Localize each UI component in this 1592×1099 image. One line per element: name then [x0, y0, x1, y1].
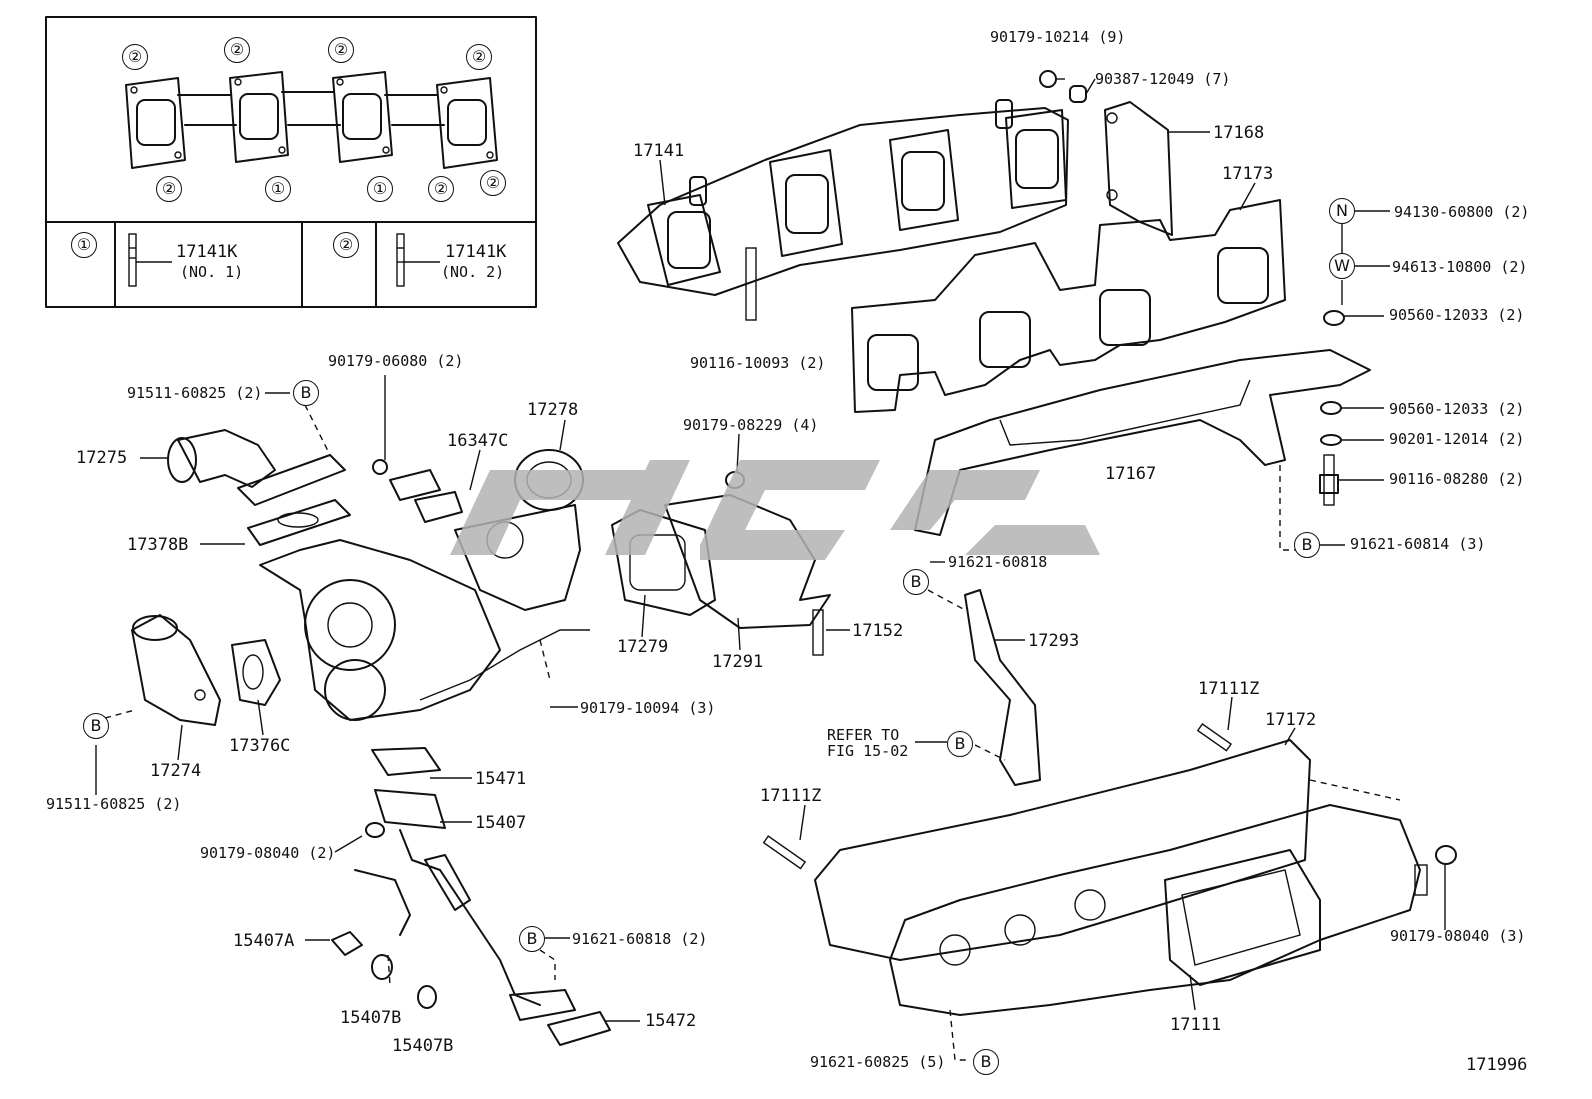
- legend-part-1: 17141K: [176, 242, 238, 262]
- callout-15472: 15472: [645, 1011, 697, 1031]
- marker-b-4: B: [83, 713, 109, 739]
- marker-b-3: B: [293, 380, 319, 406]
- gasket-marker-bottom-2: ①: [265, 176, 291, 202]
- marker-w: W: [1329, 253, 1355, 279]
- legend-note-2: (NO. 2): [441, 263, 505, 281]
- callout-17111z-a: 17111Z: [1198, 679, 1260, 699]
- inset-gasket-drawing: [125, 71, 498, 169]
- callout-17111: 17111: [1170, 1015, 1222, 1035]
- marker-b-1: B: [1294, 532, 1320, 558]
- callout-17293: 17293: [1028, 631, 1080, 651]
- gasket-marker-bottom-5: ②: [480, 170, 506, 196]
- callout-17278: 17278: [527, 400, 579, 420]
- callout-15407b-a: 15407B: [340, 1008, 402, 1028]
- legend-marker-1: ①: [71, 232, 97, 258]
- callout-15471: 15471: [475, 769, 527, 789]
- callout-17376c: 17376C: [229, 736, 291, 756]
- gasket-marker-bottom-3: ①: [367, 176, 393, 202]
- marker-b-2: B: [903, 569, 929, 595]
- callout-94613-10800: 94613-10800 (2): [1392, 258, 1528, 276]
- callout-90179-08040-a: 90179-08040 (2): [200, 844, 336, 862]
- callout-17173: 17173: [1222, 164, 1274, 184]
- callout-90560-12033-b: 90560-12033 (2): [1389, 400, 1525, 418]
- callout-90201-12014: 90201-12014 (2): [1389, 430, 1525, 448]
- gasket-marker-top-3: ②: [328, 37, 354, 63]
- callout-17152: 17152: [852, 621, 904, 641]
- callout-17291: 17291: [712, 652, 764, 672]
- gasket-marker-top-2: ②: [224, 37, 250, 63]
- marker-b-7: B: [973, 1049, 999, 1075]
- inset-frame: [45, 16, 537, 308]
- callout-90179-08229: 90179-08229 (4): [683, 416, 819, 434]
- bracket-17293: [927, 589, 1041, 786]
- inset-studs: [128, 233, 440, 287]
- callout-91621-60818-a: 91621-60818: [948, 553, 1048, 571]
- callout-90179-10094: 90179-10094 (3): [580, 699, 716, 717]
- callout-15407b-b: 15407B: [392, 1036, 454, 1056]
- legend-marker-2: ②: [333, 232, 359, 258]
- legend-part-2: 17141K: [445, 242, 507, 262]
- callout-17172: 17172: [1265, 710, 1317, 730]
- legend-note-1: (NO. 1): [180, 263, 244, 281]
- callout-91511-60825-bottom: 91511-60825 (2): [46, 795, 182, 813]
- gasket-marker-bottom-4: ②: [428, 176, 454, 202]
- gasket-marker-bottom-1: ②: [156, 176, 182, 202]
- callout-90560-12033-a: 90560-12033 (2): [1389, 306, 1525, 324]
- callout-90116-08280: 90116-08280 (2): [1389, 470, 1525, 488]
- callout-91621-60825: 91621-60825 (5): [810, 1053, 946, 1071]
- callout-17274: 17274: [150, 761, 202, 781]
- exhaust-manifold: [617, 99, 1069, 321]
- heat-insulator-17167: [914, 349, 1371, 536]
- callout-91621-60814: 91621-60814 (3): [1350, 535, 1486, 553]
- callout-90179-10214: 90179-10214 (9): [990, 28, 1126, 46]
- intake-manifold: [762, 722, 1457, 1061]
- callout-17168: 17168: [1213, 123, 1265, 143]
- refer-text-line-1: REFER TO: [827, 726, 900, 744]
- callout-91511-60825-top: 91511-60825 (2): [127, 384, 263, 402]
- manifold-gasket-17173: [851, 199, 1286, 413]
- callout-90387-12049: 90387-12049 (7): [1095, 70, 1231, 88]
- heat-insulator-17168: [1104, 101, 1173, 236]
- marker-b-6: B: [947, 731, 973, 757]
- refer-text-line-2: FIG 15-02: [827, 742, 909, 760]
- callout-15407a: 15407A: [233, 931, 295, 951]
- callout-17378b: 17378B: [127, 535, 189, 555]
- callout-94130-60800: 94130-60800 (2): [1394, 203, 1530, 221]
- gasket-marker-top-4: ②: [466, 44, 492, 70]
- callout-15407: 15407: [475, 813, 527, 833]
- figure-number: 171996: [1466, 1055, 1528, 1075]
- marker-b-5: B: [519, 926, 545, 952]
- callout-90116-10093: 90116-10093 (2): [690, 354, 826, 372]
- callout-17167: 17167: [1105, 464, 1157, 484]
- callout-17111z-b: 17111Z: [760, 786, 822, 806]
- callout-17275: 17275: [76, 448, 128, 468]
- gasket-marker-top-1: ②: [122, 44, 148, 70]
- callout-90179-08040-b: 90179-08040 (3): [1390, 927, 1526, 945]
- leader-lines: [95, 78, 1446, 1022]
- callout-90179-06080: 90179-06080 (2): [328, 352, 464, 370]
- callout-17141: 17141: [633, 141, 685, 161]
- marker-n: N: [1329, 198, 1355, 224]
- callout-17279: 17279: [617, 637, 669, 657]
- oil-pipe: [331, 747, 611, 1046]
- callout-91621-60818-b: 91621-60818 (2): [572, 930, 708, 948]
- callout-16347c: 16347C: [447, 431, 509, 451]
